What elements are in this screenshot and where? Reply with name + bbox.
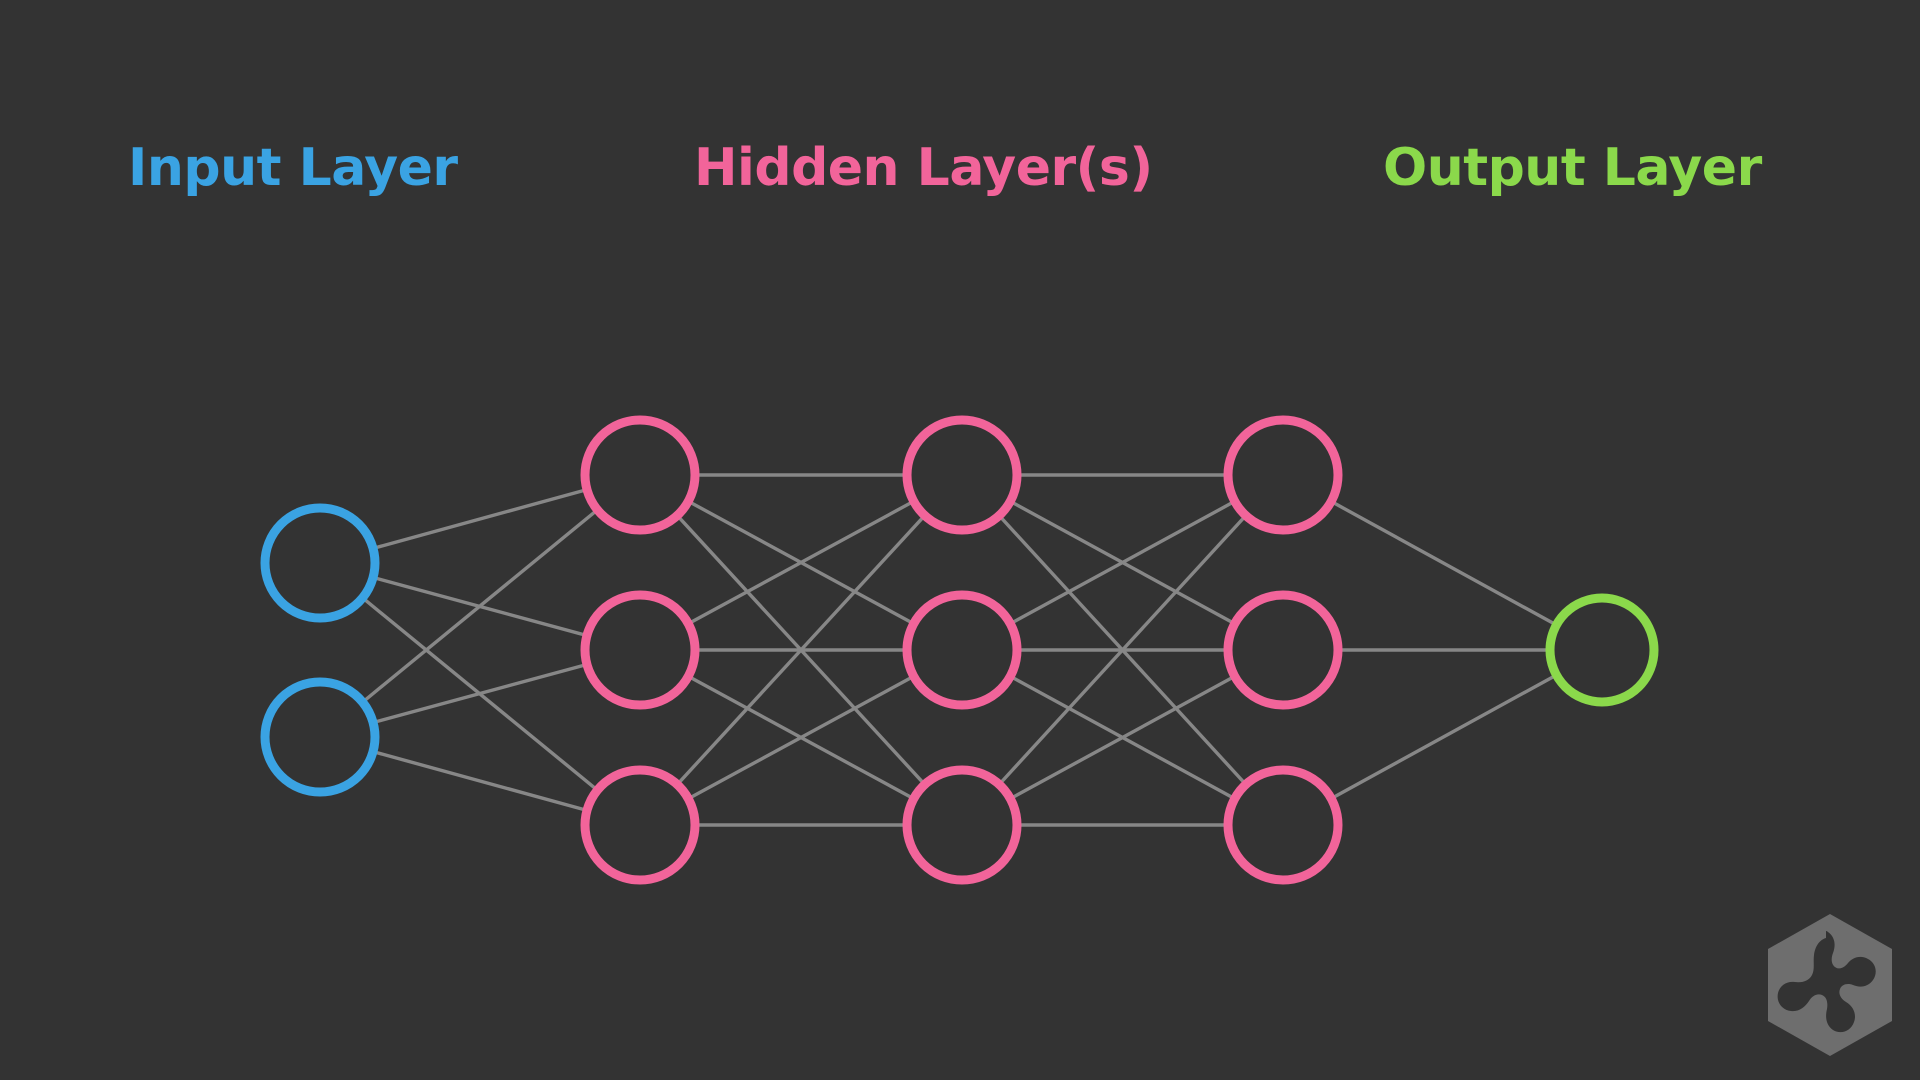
hexagon-splat-logo-icon	[1768, 914, 1892, 1056]
connection-edge	[1010, 675, 1235, 800]
neuron-node	[902, 765, 1022, 885]
neuron-node	[580, 590, 700, 710]
connection-edge	[373, 488, 587, 550]
connection-edge	[688, 675, 914, 800]
connection-edge	[688, 500, 914, 625]
connection-edges	[362, 473, 1557, 827]
connection-edge	[1331, 674, 1557, 800]
connection-edge	[1010, 500, 1235, 625]
hidden-layer-title: Hidden Layer(s)	[694, 138, 1153, 198]
connection-edge	[373, 750, 587, 812]
neuron-nodes	[260, 415, 1659, 885]
neuron-node	[902, 590, 1022, 710]
neuron-node	[580, 415, 700, 535]
input-layer-title: Input Layer	[128, 138, 458, 198]
connection-edge	[373, 663, 587, 724]
connection-edge	[362, 509, 598, 703]
connection-edge	[998, 515, 1247, 785]
neuron-node	[1545, 593, 1659, 707]
connection-edge	[676, 515, 926, 785]
neuron-node	[1223, 415, 1343, 535]
neuron-node	[260, 503, 380, 623]
connection-edge	[1331, 500, 1557, 626]
neuron-node	[902, 415, 1022, 535]
neuron-node	[1223, 590, 1343, 710]
neuron-node	[580, 765, 700, 885]
neuron-node	[260, 677, 380, 797]
neuron-node	[1223, 765, 1343, 885]
output-layer-title: Output Layer	[1383, 138, 1762, 198]
